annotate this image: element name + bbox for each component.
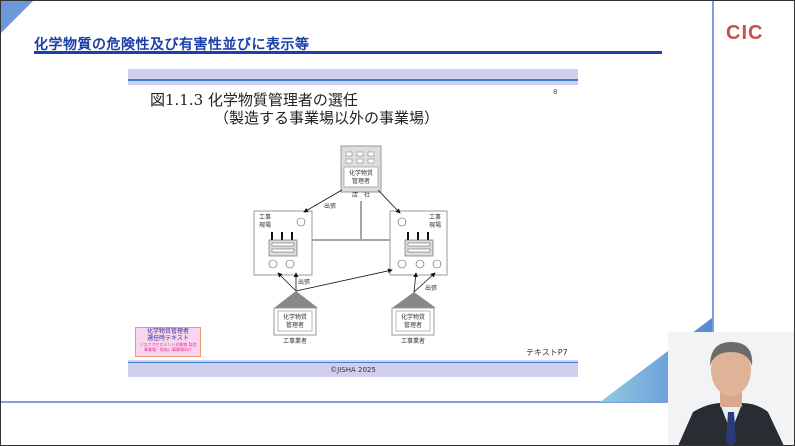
figure-subtitle: （製造する事業場以外の事業場） xyxy=(214,109,440,127)
contractor-left: 化学物質 管理者 工事業者 xyxy=(273,291,318,345)
figure-title: 図1.1.3 化学物質管理者の選任 xyxy=(150,91,358,109)
svg-text:工事: 工事 xyxy=(429,213,441,221)
badge-line: 化学物質管理者 xyxy=(146,328,189,335)
contractor-label: 工事業者 xyxy=(401,337,425,345)
svg-text:管理者: 管理者 xyxy=(404,321,422,329)
construction-site-right: 工事 現場 xyxy=(389,210,448,276)
svg-text:管理者: 管理者 xyxy=(286,321,304,329)
head-office-label: 店 社 xyxy=(352,191,370,199)
head-office-building: 化学物質 管理者 xyxy=(340,145,382,193)
badge-line: 事業場・取扱い事業場向け xyxy=(144,347,192,352)
slide-title: 化学物質の危険性及び有害性並びに表示等 xyxy=(34,37,310,53)
text-reference: テキストP7 xyxy=(526,348,568,357)
copyright: ©JISHA 2025 xyxy=(330,366,376,374)
corner-decoration xyxy=(0,0,34,34)
svg-text:現場: 現場 xyxy=(259,221,271,229)
svg-text:化学物質: 化学物質 xyxy=(283,313,307,321)
trip-label: 出張 xyxy=(298,278,310,286)
svg-text:化学物質: 化学物質 xyxy=(401,313,425,321)
svg-text:工事: 工事 xyxy=(259,213,271,221)
title-underline xyxy=(34,51,662,54)
contractor-label: 工事業者 xyxy=(283,337,307,345)
figure-footer-band: ©JISHA 2025 xyxy=(128,360,578,377)
badge-line: リスクアセスメント対象物 製造 xyxy=(139,342,197,347)
presenter-silhouette xyxy=(678,342,784,446)
divider-vertical xyxy=(712,0,714,402)
trip-label: 出張 xyxy=(324,202,336,210)
construction-site-left: 工事 現場 xyxy=(253,210,313,276)
badge-line: 選任時テキスト xyxy=(147,335,189,342)
page-number: 8 xyxy=(553,88,558,96)
textbook-badge: 化学物質管理者 選任時テキスト リスクアセスメント対象物 製造 事業場・取扱い事… xyxy=(135,327,201,357)
figure-header-band xyxy=(128,69,578,85)
cic-logo: CIC xyxy=(726,22,764,44)
head-office-role2: 管理者 xyxy=(352,177,370,185)
contractor-right: 化学物質 管理者 工事業者 xyxy=(391,292,436,345)
trip-label: 出張 xyxy=(425,284,437,292)
svg-text:現場: 現場 xyxy=(429,221,441,229)
head-office-role: 化学物質 xyxy=(349,169,373,177)
presenter-video xyxy=(668,332,795,446)
divider-horizontal xyxy=(0,401,714,403)
